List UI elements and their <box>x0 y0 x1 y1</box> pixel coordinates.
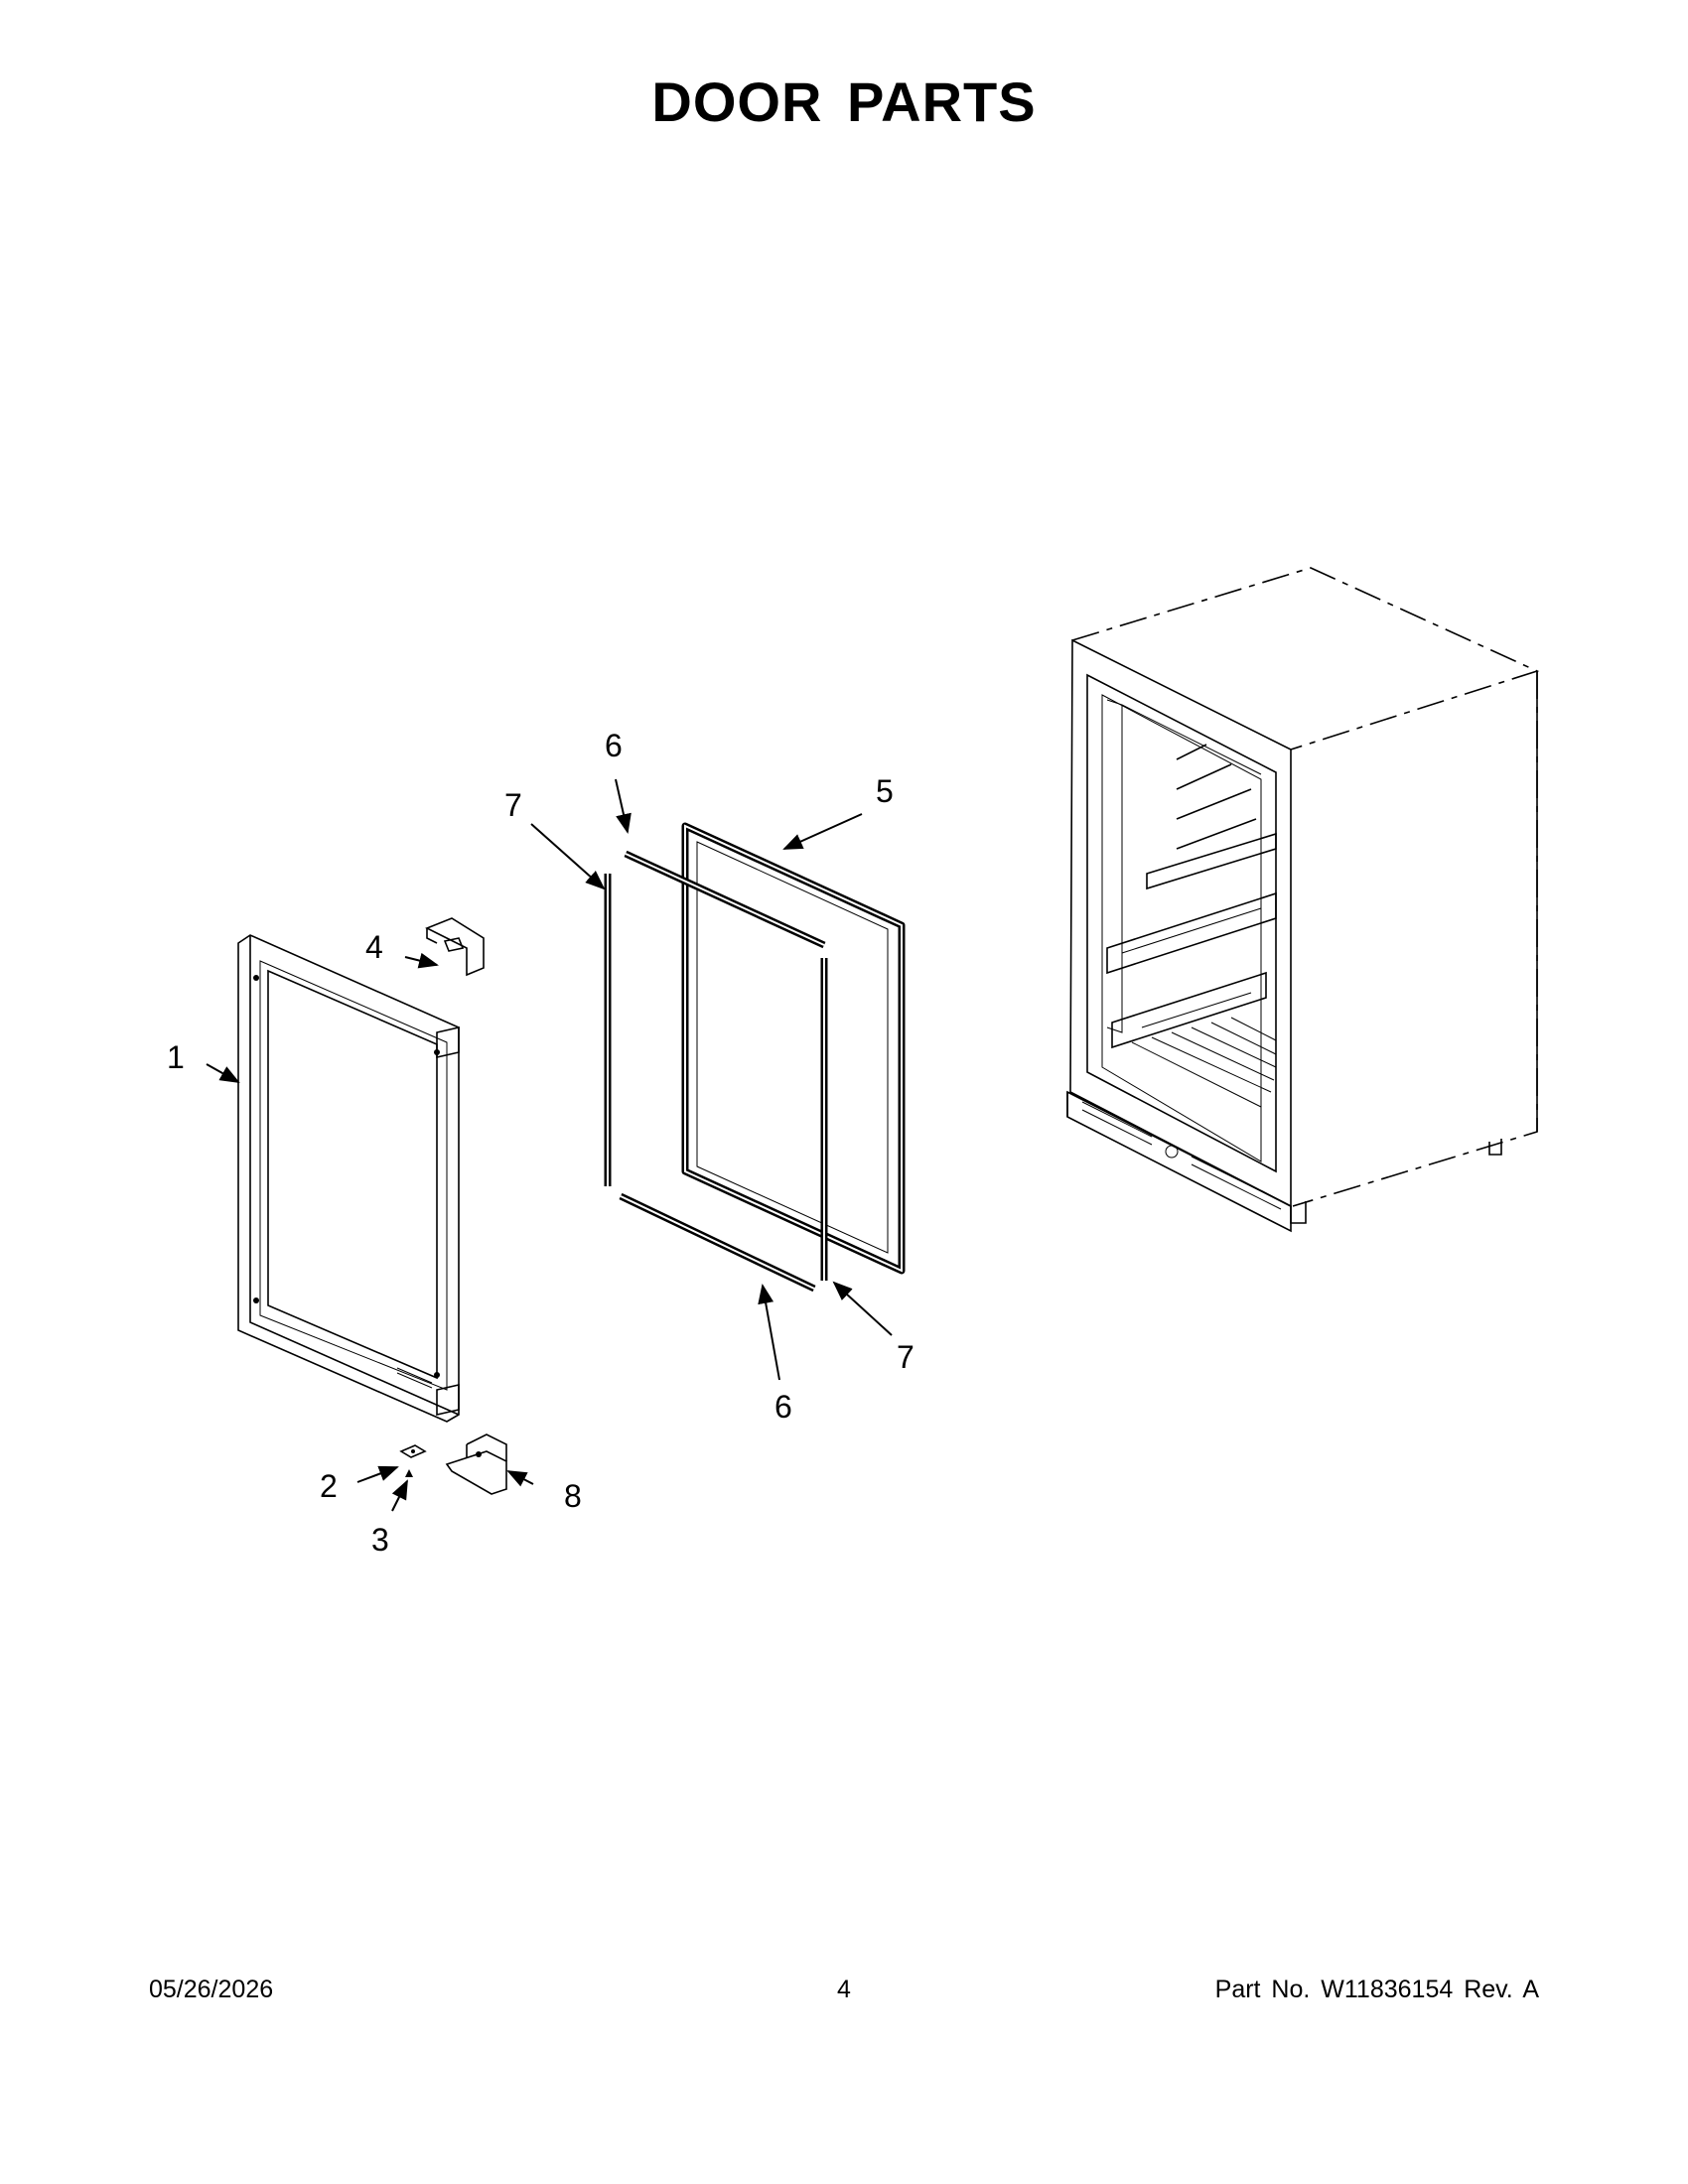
hinge-pin-illustration <box>399 1444 427 1458</box>
top-hinge-bracket-illustration <box>425 917 485 977</box>
callout-2: 2 <box>320 1468 338 1504</box>
leader-lines <box>206 778 893 1512</box>
callout-3: 3 <box>371 1522 389 1558</box>
callout-6-top: 6 <box>605 728 623 763</box>
callout-8: 8 <box>564 1478 582 1514</box>
footer-part-number: Part No. W11836154 Rev. A <box>1214 1976 1539 2003</box>
screw-illustration <box>405 1469 413 1477</box>
callout-7-top: 7 <box>504 787 522 823</box>
gasket-strip-bottom-illustration <box>619 1192 816 1293</box>
callout-4: 4 <box>365 929 383 965</box>
callout-5: 5 <box>876 773 894 809</box>
bottom-hinge-bracket-illustration <box>445 1433 507 1495</box>
gasket-strip-top-illustration <box>624 850 826 949</box>
callout-7-bottom: 7 <box>897 1339 914 1375</box>
callout-6-bottom: 6 <box>774 1389 792 1425</box>
footer-page-number: 4 <box>837 1976 851 2003</box>
callout-1: 1 <box>167 1039 185 1075</box>
cabinet-illustration <box>1066 567 1540 1233</box>
door-gasket-illustration <box>681 822 906 1275</box>
door-frame-illustration <box>237 934 460 1423</box>
footer-date: 05/26/2026 <box>149 1976 274 2003</box>
page-title: DOOR PARTS <box>651 70 1037 133</box>
